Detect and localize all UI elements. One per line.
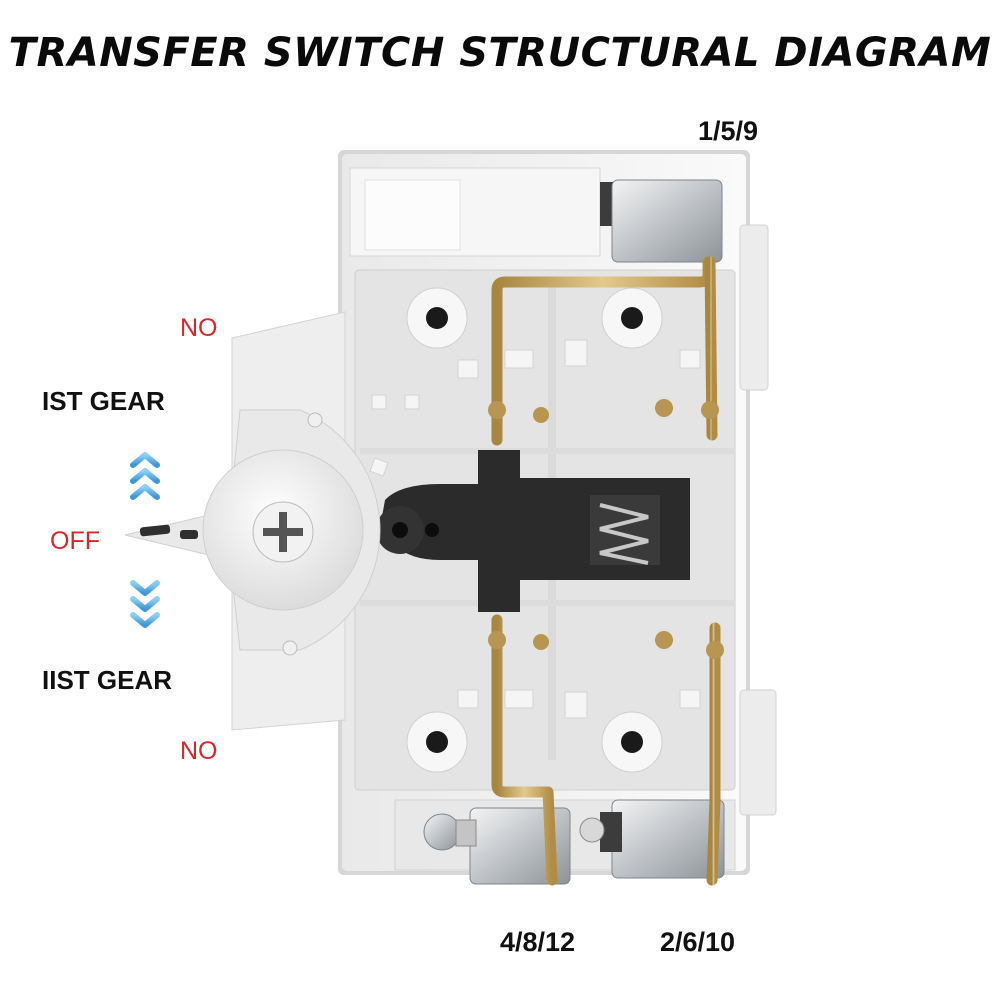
contact-rivets (488, 399, 724, 659)
no-label-top: NO (180, 314, 218, 342)
second-gear-label: IIST GEAR (42, 665, 173, 695)
diagram-title: TRANSFER SWITCH STRUCTURAL DIAGRAM (8, 30, 992, 76)
direction-arrows (130, 452, 160, 628)
no-label-bottom: NO (180, 737, 218, 765)
terminal-label-bottom-left: 4/8/12 (500, 927, 576, 957)
mounting-holes (406, 287, 663, 773)
rotary-knob (124, 409, 381, 656)
terminal-label-top: 1/5/9 (698, 116, 759, 146)
first-gear-label: IST GEAR (42, 386, 165, 416)
terminal-label-bottom-right: 2/6/10 (660, 927, 736, 957)
housing-ribs (369, 339, 701, 719)
actuator-slider (376, 450, 690, 612)
off-label: OFF (50, 527, 100, 555)
